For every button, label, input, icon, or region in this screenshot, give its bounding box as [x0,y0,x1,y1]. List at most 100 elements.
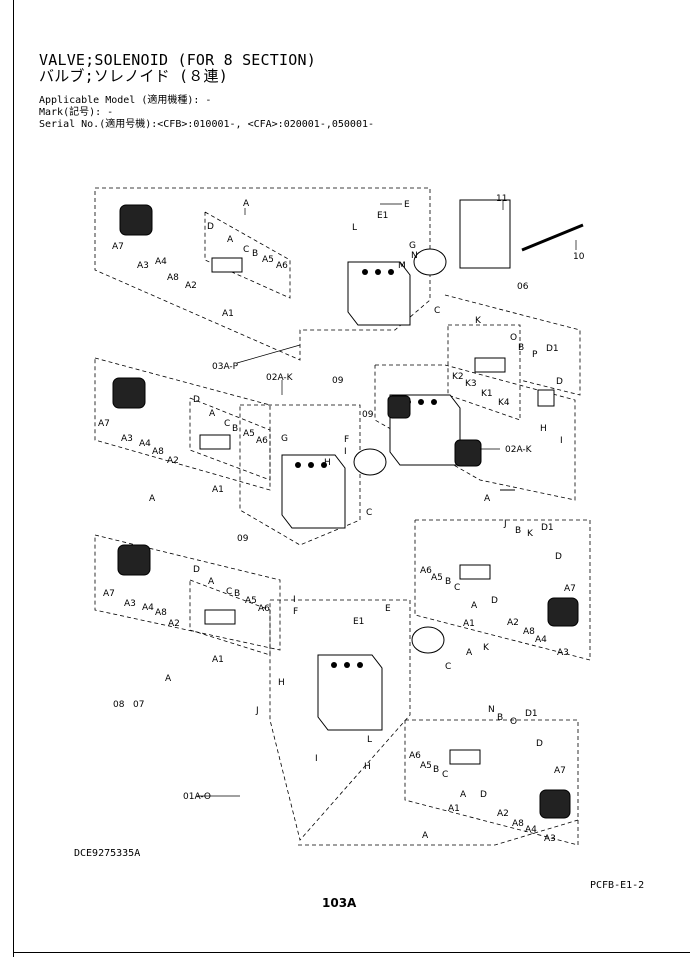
callout-a7-right2: A7 [554,766,566,776]
callout-d-right1b: D [491,596,498,606]
page-number: 103A [322,896,357,910]
spool-k [474,357,506,373]
callout-c-top2: C [434,306,440,316]
callout-a6-right2: A6 [409,751,421,761]
callout-b-right: B [518,343,524,353]
callout-c-right2: C [442,770,448,780]
callout-a1-lower: A1 [212,655,224,665]
callout-i-center: I [344,447,347,457]
callout-d-top: D [207,222,214,232]
callout-a-lower: A [208,577,215,587]
page-frame-left [13,0,14,957]
callout-m-top: M [398,261,406,271]
callout-a3-lower: A3 [124,599,136,609]
callout-a4-mid: A4 [139,439,151,449]
callout-a6-top: A6 [276,261,288,271]
callout-h-lower: H [278,678,285,688]
callout-c-lower2: C [445,662,451,672]
valve-block-top [347,261,411,326]
callout-09b: 09 [362,410,374,420]
callout-a5-lower: A5 [245,596,257,606]
callout-p-right: P [532,350,538,360]
callout-g-top: G [409,241,416,251]
group-outline-top [94,187,431,361]
valve-block-lower [317,654,383,731]
callout-d-lower: D [193,565,200,575]
callout-a1-top: A1 [222,309,234,319]
callout-f-center: F [344,435,349,445]
callout-n-lower: N [488,705,495,715]
callout-f-lower: F [293,607,298,617]
solenoid-coil-5 [539,789,571,819]
callout-e-lower: E [385,604,391,614]
callout-b-right1: B [515,526,521,536]
callout-a1-right1: A1 [463,619,475,629]
callout-k1: K1 [481,389,493,399]
callout-k-right1: K [527,529,534,539]
callout-a2-lower: A2 [168,619,180,629]
callout-06: 06 [517,282,529,292]
callout-a1-right2: A1 [448,804,460,814]
callout-j-right1: J [503,519,507,529]
callout-a-right1b: A [471,601,478,611]
group-outline-lower-left [94,534,281,651]
cap-h [537,389,555,407]
tie-bolt-10 [521,223,584,252]
callout-i-lower2: I [315,754,318,764]
subgroup-a-lower [189,579,271,656]
callout-d1-lower: D1 [525,709,538,719]
callout-o-right: O [510,333,517,343]
seal-m-center [353,448,387,476]
callout-c-right1: C [454,583,460,593]
callout-k4: K4 [498,398,510,408]
callout-k2: K2 [452,372,464,382]
callout-b-top: B [252,249,258,259]
subgroup-a-top [204,211,291,299]
callout-a6-mid: A6 [256,436,268,446]
callout-a3-top: A3 [137,261,149,271]
callout-a-top: A [243,199,250,209]
callout-b-right1b: B [445,577,451,587]
callout-a5-right2: A5 [420,761,432,771]
callout-a6-lower: A6 [258,604,270,614]
callout-e1-top: E1 [377,211,388,221]
callout-a4-right1: A4 [535,635,547,645]
callout-a5-top: A5 [262,255,274,265]
mark-line: Mark(記号): - [39,107,114,118]
callout-a7-mid: A7 [98,419,110,429]
applicable-model: Applicable Model (適用機種): - [39,95,212,106]
callout-l-lower: L [367,735,372,745]
solenoid-coil-2 [112,377,146,409]
callout-d1-right: D1 [546,344,559,354]
group-outline-right-lower1 [414,519,591,661]
callout-a3-right2: A3 [544,834,556,844]
callout-a-top2: A [227,235,234,245]
callout-i-lower: I [293,595,296,605]
callout-a3-mid: A3 [121,434,133,444]
serial-line: Serial No.(適用号機):<CFB>:010001-, <CFA>:02… [39,119,375,130]
callout-k: K [475,316,482,326]
solenoid-coil-7 [387,395,411,419]
callout-h-lower2: H [364,762,371,772]
callout-a2-top: A2 [185,281,197,291]
callout-a-mid2: A [149,494,156,504]
callout-02a-k-left: 02A-K [266,373,294,383]
callout-a-right1c: A [466,648,473,658]
callout-o-lower: O [510,717,517,727]
callout-01a-o: 01A-O [183,792,211,802]
callout-a8-mid: A8 [152,447,164,457]
callout-k-lower: K [483,643,490,653]
callout-a-right2b: A [422,831,429,841]
page-frame-bottom [13,952,690,953]
callout-h-center: H [324,458,331,468]
callout-a-right1: A [484,494,491,504]
callout-a8-right2: A8 [512,819,524,829]
spool-top [211,257,243,273]
callout-09: 09 [332,376,344,386]
callout-a4-lower: A4 [142,603,154,613]
callout-b-lower2: B [497,713,503,723]
callout-a2-mid: A2 [167,456,179,466]
callout-d-right1: D [555,552,562,562]
callout-a2-right1: A2 [507,618,519,628]
callout-i-right: I [560,436,563,446]
